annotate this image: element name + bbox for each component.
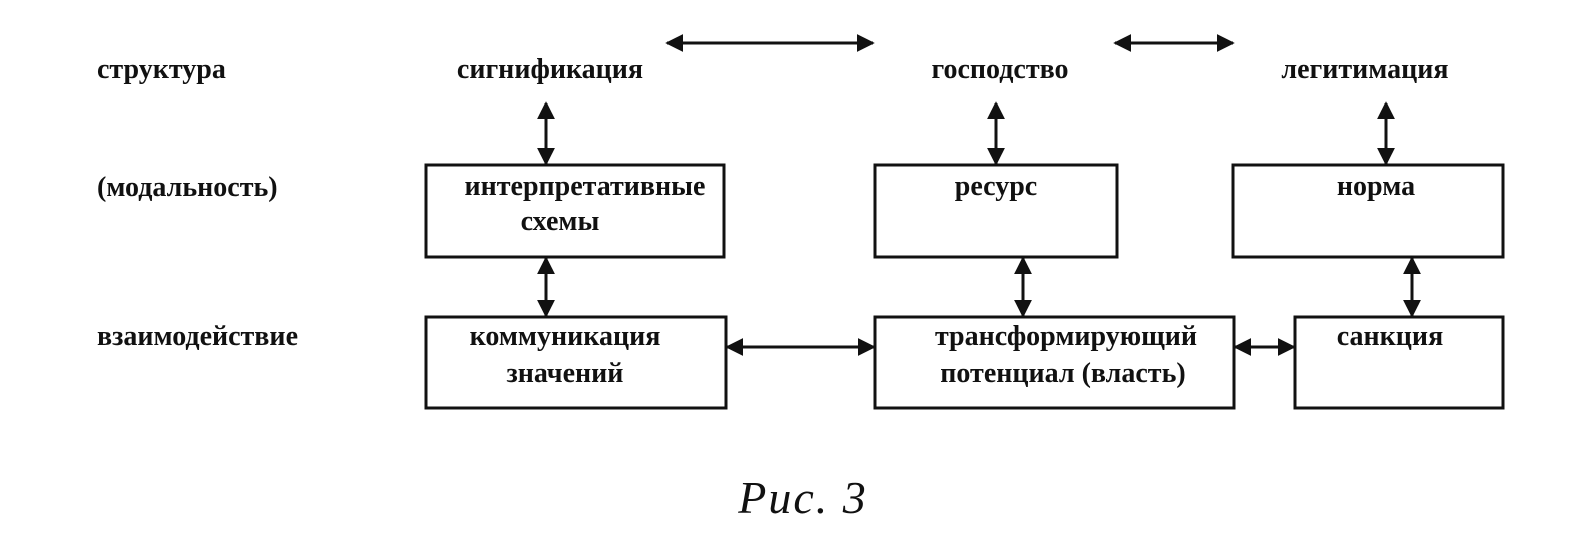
- box-interpretive-schemes: [424, 163, 726, 259]
- structure-signification: сигнификация: [457, 54, 643, 85]
- label-power-line1: трансформирующий: [935, 321, 1197, 352]
- box-resource: [873, 163, 1119, 259]
- box-norm: [1231, 163, 1505, 259]
- structure-legitimation: легитимация: [1281, 54, 1448, 85]
- structure-domination: господство: [931, 54, 1068, 85]
- row-label-structure: структура: [97, 54, 226, 85]
- label-resource: ресурс: [955, 171, 1037, 202]
- figure-caption: Рис. 3: [737, 472, 868, 523]
- label-sanction: санкция: [1337, 321, 1443, 352]
- box-communication: [424, 315, 728, 410]
- box-power: [873, 315, 1236, 410]
- label-power-line2: потенциал (власть): [940, 358, 1185, 389]
- label-norm: норма: [1337, 171, 1415, 202]
- label-interpretive-schemes-line1: интерпретативные: [465, 171, 706, 202]
- row-label-interaction: взаимодействие: [97, 321, 298, 352]
- box-sanction: [1293, 315, 1505, 410]
- label-communication-line2: значений: [507, 358, 624, 389]
- label-interpretive-schemes-line2: схемы: [521, 206, 600, 237]
- row-label-modality: (модальность): [97, 172, 278, 203]
- label-communication-line1: коммуникация: [470, 321, 661, 352]
